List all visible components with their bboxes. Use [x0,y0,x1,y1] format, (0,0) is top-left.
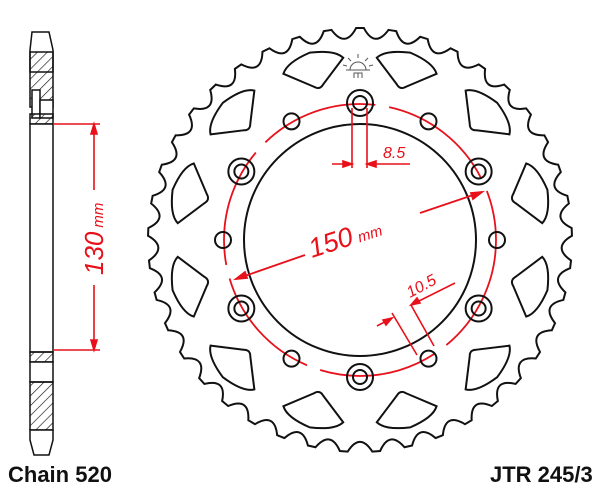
lightening-cutout [282,50,345,90]
lightening-cutout [375,390,438,430]
sprocket-front-view [147,27,573,453]
manufacturer-logo [342,54,374,78]
part-number: JTR 245/3 [490,462,593,487]
bolt-hole [470,300,487,317]
pcd-dimension [233,190,485,281]
lightening-cutout [375,50,438,90]
pcd-value: 150mm [305,212,386,264]
small-hole [282,349,301,368]
bolt-hole-ring [464,294,493,323]
bolt-hole [352,369,368,385]
side-height-dimension [53,121,100,353]
side-view [29,31,54,456]
bolt-hole-ring [346,363,374,391]
small-hole [282,112,301,131]
bolt-hole [352,95,368,111]
center-hole-dimension [332,108,410,169]
small-hole [214,231,232,249]
center-bore [243,123,477,357]
small-hole [419,112,438,131]
lightening-cutout [170,255,210,318]
chain-label: Chain 520 [8,462,112,487]
sprocket-teeth-outline [147,27,573,453]
small-hole [488,231,506,249]
bolt-hole-ring [464,157,493,186]
lightening-cutout [510,162,550,225]
center-hole-value: 8.5 [383,145,405,162]
lightening-cutout [464,89,511,136]
bolt-hole [233,163,250,180]
bolt-hole-dimension [376,282,456,356]
lightening-cutout [209,89,256,136]
pitch-circle [223,103,497,377]
lightening-cutout [170,162,210,225]
bolt-hole-ring [227,157,256,186]
lightening-cutout [209,344,256,391]
bolt-hole-ring [227,294,256,323]
small-hole [419,349,438,368]
bolt-hole [233,300,250,317]
lightening-cutout [464,344,511,391]
bolt-hole [470,163,487,180]
side-height-value: 130mm [79,203,109,275]
bolt-hole-ring [346,89,374,117]
bolt-hole-value: 10.5 [404,272,440,302]
lightening-cutout [510,255,550,318]
lightening-cutout [282,390,345,430]
